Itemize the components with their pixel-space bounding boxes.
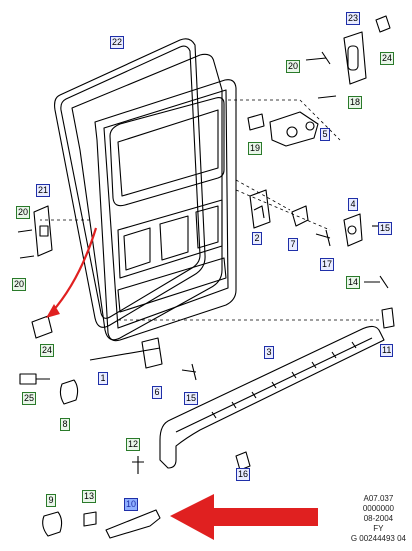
door-inner-frame — [94, 79, 237, 342]
callout-17: 17 — [320, 258, 335, 271]
info-line: FY — [373, 524, 384, 533]
upper-hinge-bracket — [343, 31, 367, 85]
callout-4: 4 — [348, 198, 358, 211]
info-line: 0000000 — [362, 504, 394, 513]
callout-15-right: 15 — [378, 222, 393, 235]
callout-25: 25 — [22, 392, 37, 405]
callout-5: 5 — [320, 128, 330, 141]
drawing-info-block: A07.037 0000000 08-2004 FY G 00244493 04 — [351, 494, 406, 544]
door-outer-panel — [71, 53, 223, 341]
striker-bracket — [249, 189, 271, 229]
callout-12: 12 — [126, 438, 141, 451]
callout-16: 16 — [236, 468, 251, 481]
info-line: A07.037 — [363, 494, 394, 503]
callout-22: 22 — [110, 36, 125, 49]
hinge-pin — [375, 15, 391, 33]
door-window-opening — [109, 97, 225, 207]
callout-9: 9 — [46, 494, 56, 507]
callout-24-left: 24 — [40, 344, 55, 357]
callout-21: 21 — [36, 184, 51, 197]
callout-20-left-upper: 20 — [16, 206, 31, 219]
callout-1: 1 — [98, 372, 108, 385]
check-link — [105, 509, 161, 539]
callout-3: 3 — [264, 346, 274, 359]
red-curve-arrow — [51, 227, 98, 313]
callout-8: 8 — [60, 418, 70, 431]
callout-14: 14 — [346, 276, 361, 289]
callout-13: 13 — [82, 490, 97, 503]
callout-19: 19 — [248, 142, 263, 155]
sliding-rail — [159, 325, 385, 469]
callout-18: 18 — [348, 96, 363, 109]
info-line: G 00244493 04 — [350, 534, 406, 543]
door-weatherstrip — [54, 38, 206, 328]
callout-15-bottom: 15 — [184, 392, 199, 405]
callout-6: 6 — [152, 386, 162, 399]
callout-20-upper: 20 — [286, 60, 301, 73]
red-pointer-arrow — [170, 494, 318, 540]
callout-20-left-lower: 20 — [12, 278, 27, 291]
left-lock-assembly — [33, 205, 53, 257]
callout-10: 10 — [124, 498, 139, 511]
callout-24-upper: 24 — [380, 52, 395, 65]
control-rod — [89, 347, 161, 361]
callout-11: 11 — [380, 344, 394, 357]
callout-2: 2 — [252, 232, 262, 245]
door-check-hinge — [269, 111, 319, 147]
latch-assembly — [343, 213, 363, 247]
callout-7: 7 — [288, 238, 298, 251]
callout-23: 23 — [346, 12, 361, 25]
info-line: 08-2004 — [363, 514, 394, 523]
